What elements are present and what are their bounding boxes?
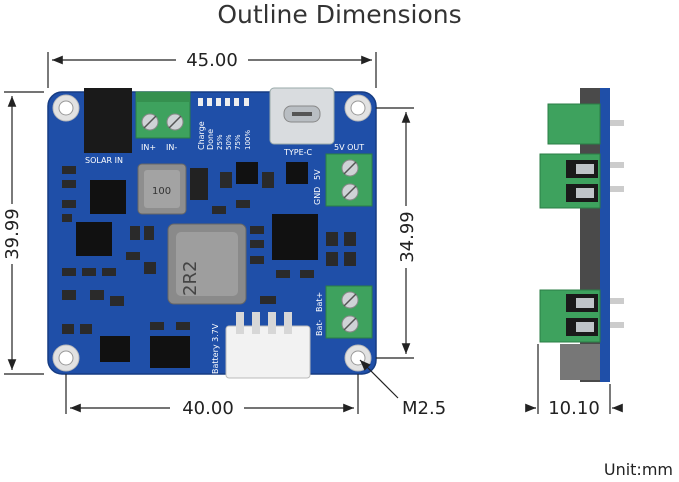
silk-bat-plus: Bat+ [315,292,324,312]
terminal-block-5v-out [325,153,373,207]
dim-mount-hole: M2.5 [402,398,446,419]
dimension-lines [4,52,623,414]
dim-top-width: 45.00 [186,50,238,71]
ic-chip [90,180,126,214]
passive-components [62,166,356,334]
terminal-block-battery [325,285,373,339]
mount-hole-top-right [344,94,372,122]
pcb-side-view [539,88,624,382]
silk-5v-out: 5V OUT [334,143,364,152]
status-leds [198,98,249,106]
ic-chip [236,162,258,184]
dim-left-height: 39.99 [2,208,23,260]
inductor-large-label: 2R2 [180,261,201,296]
silk-5v: 5V [313,169,322,180]
inductor-small: 100 [137,163,187,215]
diagram-title: Outline Dimensions [217,0,462,29]
silk-gnd: GND [313,187,322,205]
silk-pct-75: 75% [234,134,242,150]
battery-connector [225,312,311,379]
side-terminal-5v [539,153,601,209]
ic-chip [100,336,130,362]
ic-chip [286,162,308,184]
terminal-block-in [135,91,191,139]
silk-bat-minus: Bat- [315,319,324,336]
silk-solar-in: SOLAR IN [85,156,123,165]
silk-battery: Battery 3.7V [211,323,220,374]
pcb-top-view: SOLAR IN IN+ IN- Charge Done 25% 50% 75%… [47,87,377,379]
silk-in-plus: IN+ [141,143,156,152]
diode [190,168,208,200]
silk-type-c: TYPE-C [283,148,313,157]
silk-done: Done [206,129,215,150]
ic-chip [76,222,112,256]
side-terminal-battery [539,289,601,343]
mount-hole-top-left [52,94,80,122]
ic-chip [150,336,190,368]
silk-pct-50: 50% [225,134,233,150]
dim-right-hole-spacing: 34.99 [397,211,418,263]
dim-side-thickness: 10.10 [548,398,600,419]
inductor-large: 2R2 [167,223,247,305]
usb-type-c-connector [269,87,335,145]
silk-charge: Charge [197,121,206,150]
inductor-small-label: 100 [152,186,171,197]
silk-pct-100: 100% [244,130,252,150]
solar-in-jack [84,88,132,153]
dim-bottom-hole-spacing: 40.00 [182,398,234,419]
silk-pct-25: 25% [216,134,224,150]
unit-label: Unit:mm [603,460,673,479]
silk-in-minus: IN- [166,143,177,152]
mount-hole-bottom-left [52,344,80,372]
ic-chip-qfn [272,214,318,260]
